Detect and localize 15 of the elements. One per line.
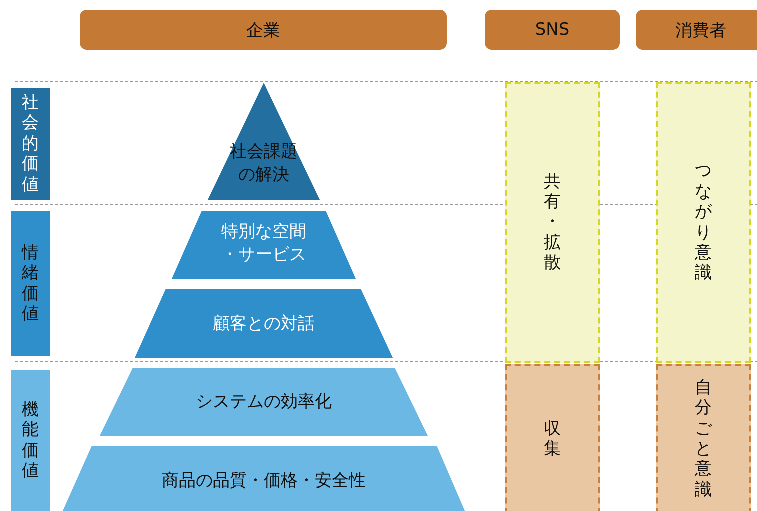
pyramid-layer: 商品の品質・価格・安全性	[63, 446, 465, 511]
dashed-box: 自分ごと意識	[656, 364, 751, 511]
category-label: 情緒価値	[11, 211, 50, 356]
dashed-box: 収集	[505, 364, 600, 511]
pyramid-layer: 顧客との対話	[135, 289, 393, 358]
column-header: SNS	[485, 10, 620, 50]
pyramid-layer: 特別な空間・サービス	[172, 211, 356, 279]
dashed-box: 共有・拡散	[505, 82, 600, 363]
pyramid-layer: 社会課題の解決	[208, 83, 320, 200]
dashed-box: つながり意識	[656, 82, 751, 363]
category-label: 社会的価値	[11, 88, 50, 200]
pyramid-layer: システムの効率化	[100, 368, 428, 436]
column-header: 企業	[80, 10, 447, 50]
category-label: 機能価値	[11, 370, 50, 511]
column-header: 消費者	[636, 10, 757, 50]
